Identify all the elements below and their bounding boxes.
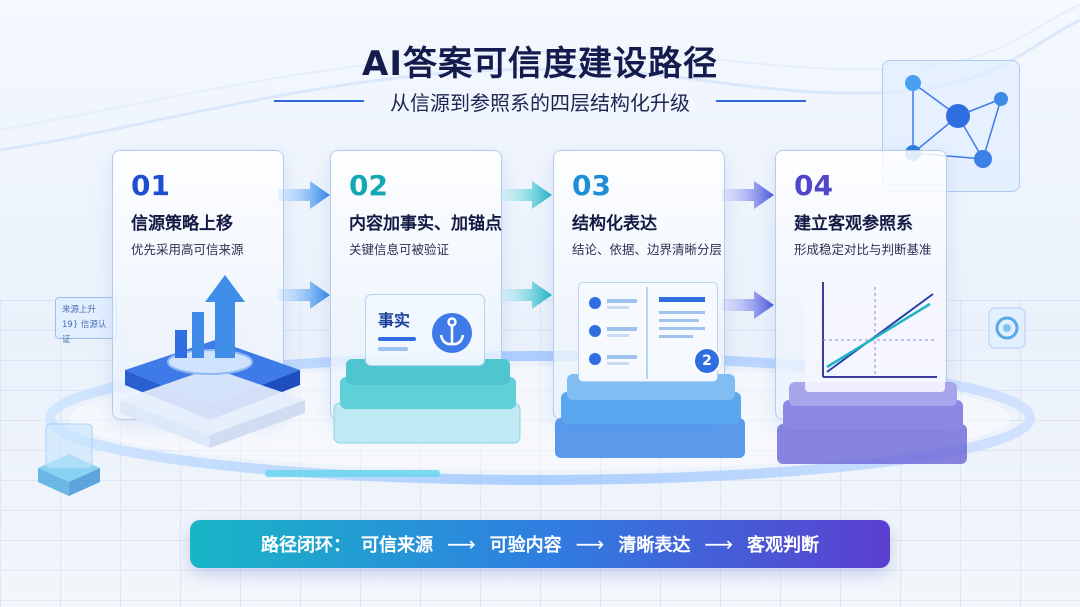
- cube-icon: [38, 423, 100, 496]
- long-arrow-icon: ⟶: [704, 532, 733, 556]
- step-desc: 形成稳定对比与判断基准: [794, 242, 932, 257]
- molecule-panel: [882, 60, 1020, 192]
- step-number: 01: [131, 169, 170, 202]
- line-chart-icon: [805, 272, 945, 392]
- loop-item-4: 客观判断: [747, 535, 819, 556]
- page-subtitle: 从信源到参照系的四层结构化升级: [390, 90, 690, 115]
- step-number: 02: [349, 169, 388, 202]
- badge-line-2: 19} 信源认证: [62, 320, 107, 345]
- fact-card: 事实: [365, 294, 485, 366]
- arrow-right-icon: [278, 281, 330, 309]
- fact-line: [378, 337, 416, 341]
- stacked-platform-teal: [333, 359, 521, 444]
- step-desc: 关键信息可被验证: [349, 242, 450, 257]
- path-loop-bar: 路径闭环： 可信来源 ⟶ 可验内容 ⟶ 清晰表达 ⟶ 客观判断: [190, 520, 890, 568]
- step-number: 04: [794, 169, 833, 202]
- step-title: 内容加事实、加锚点: [349, 214, 502, 234]
- loop-item-2: 可验内容: [489, 535, 562, 556]
- page-title: AI答案可信度建设路径: [362, 44, 718, 84]
- long-arrow-icon: ⟶: [446, 532, 476, 556]
- subtitle-line-left: [274, 100, 364, 102]
- fact-line: [378, 347, 408, 351]
- subtitle-line-right: [716, 100, 806, 102]
- step-title: 信源策略上移: [131, 214, 233, 234]
- arrow-right-icon: [500, 281, 552, 309]
- stacked-platform-purple: [777, 382, 967, 464]
- step-number: 03: [572, 169, 611, 202]
- arrow-right-icon: [278, 181, 330, 209]
- long-arrow-icon: ⟶: [575, 532, 605, 556]
- loop-label: 路径闭环：: [260, 535, 351, 556]
- bar-chart-arrow-icon: [120, 275, 305, 448]
- ring-target-icon: [988, 307, 1026, 349]
- fact-card-label: 事实: [378, 311, 411, 330]
- stacked-platform-blue: [555, 374, 745, 458]
- step-title: 结构化表达: [572, 214, 657, 234]
- step-title: 建立客观参照系: [794, 214, 913, 234]
- arrow-right-icon: [500, 181, 552, 209]
- source-badge: 来源上升 19} 信源认证: [55, 297, 117, 345]
- molecule-network-icon: [905, 75, 1008, 168]
- loop-item-3: 清晰表达: [618, 535, 691, 556]
- step-desc: 结论、依据、边界清晰分层: [572, 242, 723, 257]
- step-desc: 优先采用高可信来源: [131, 242, 244, 257]
- loop-item-1: 可信来源: [360, 535, 433, 556]
- anchor-icon: [432, 313, 472, 353]
- subtitle-row: 从信源到参照系的四层结构化升级: [0, 88, 1080, 115]
- arrow-right-icon: [722, 291, 774, 319]
- document-number-badge: 2: [693, 347, 721, 375]
- badge-line-1: 来源上升: [62, 305, 97, 315]
- arrow-right-icon: [722, 181, 774, 209]
